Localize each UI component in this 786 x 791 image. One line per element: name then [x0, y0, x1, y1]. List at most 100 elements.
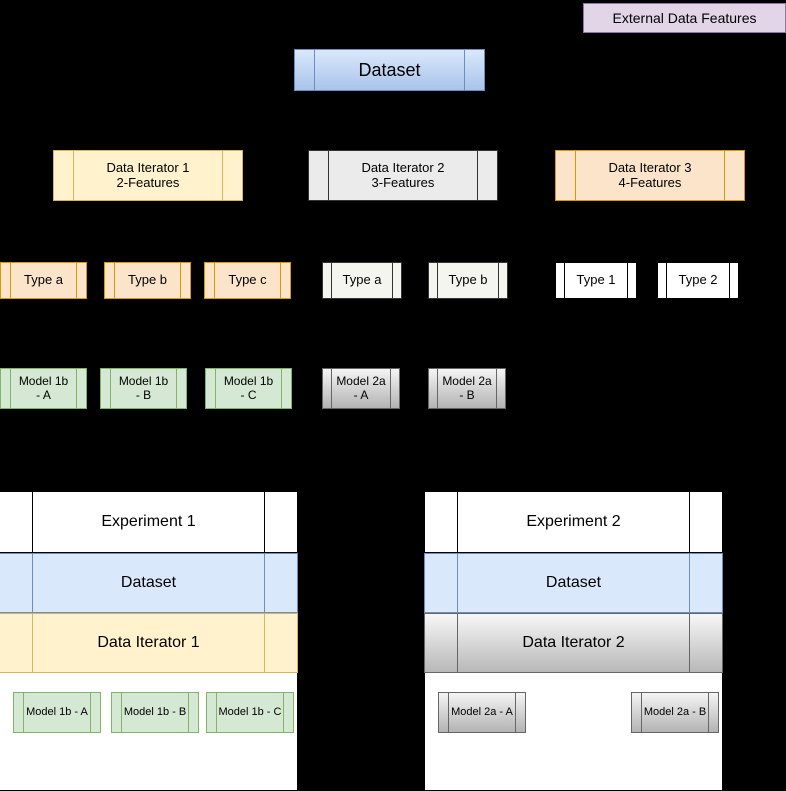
model-1b-b-line1: Model 1b — [118, 373, 169, 388]
model-1b-c-left-flange — [215, 368, 216, 409]
dataset-right-flange — [464, 49, 465, 91]
iterator-2-left-flange — [328, 150, 329, 201]
type-box-2-iterator3[interactable]: Type 2 — [657, 262, 739, 299]
type-b2-right-flange — [498, 262, 499, 299]
experiment-1-title-left-flange — [32, 491, 33, 553]
iterator-2-right-flange — [477, 150, 478, 201]
experiment-1-title: Experiment 1 — [101, 513, 196, 530]
type-a1-label: Type a — [23, 272, 64, 288]
type-1-label: Type 1 — [576, 272, 616, 288]
model-2a-a-label: Model 2a - A — [334, 374, 387, 403]
experiment-2-iterator-right-flange — [689, 613, 690, 673]
type-box-b-iterator1[interactable]: Type b — [104, 262, 191, 299]
model-1b-c-line1: Model 1b — [223, 373, 274, 388]
model-2a-b-line2: - B — [459, 387, 475, 402]
model-1b-c-box[interactable]: Model 1b - C — [205, 368, 292, 409]
model-1b-a-left-flange — [10, 368, 11, 409]
model-2a-b-line1: Model 2a — [442, 373, 492, 388]
model-1b-b-right-flange — [176, 368, 177, 409]
experiment-1-model-b-label: Model 1b - B — [123, 706, 187, 719]
model-1b-c-right-flange — [281, 368, 282, 409]
data-iterator-3-box[interactable]: Data Iterator 3 4-Features — [555, 150, 745, 201]
model-1b-c-line2: - C — [240, 387, 257, 402]
data-iterator-2-label: Data Iterator 2 3-Features — [359, 160, 446, 191]
type-box-a-iterator2[interactable]: Type a — [322, 262, 402, 299]
type-box-b-iterator2[interactable]: Type b — [428, 262, 508, 299]
exp2-model-b-right-flange — [708, 692, 709, 733]
dataset-box[interactable]: Dataset — [294, 49, 485, 91]
type-box-c-iterator1[interactable]: Type c — [204, 262, 291, 299]
experiment-1-iterator-right-flange — [264, 613, 265, 673]
type-a2-label: Type a — [342, 272, 382, 288]
experiment-2-dataset-right-flange — [689, 553, 690, 613]
model-1b-a-label: Model 1b - A — [17, 373, 70, 403]
type-a1-right-flange — [76, 262, 77, 299]
model-1b-b-label: Model 1b - B — [117, 373, 170, 403]
experiment-1-model-c-box[interactable]: Model 1b - C — [206, 692, 294, 733]
experiment-2-dataset-left-flange — [457, 553, 458, 613]
experiment-2-container[interactable]: Experiment 2 Dataset Data Iterator 2 Mod… — [424, 491, 723, 791]
experiment-1-iterator-label: Data Iterator 1 — [97, 634, 200, 651]
iterator-3-left-flange — [575, 150, 576, 201]
type-b2-left-flange — [437, 262, 438, 299]
dataset-label: Dataset — [358, 59, 421, 80]
experiment-2-model-a-label: Model 2a - A — [451, 706, 513, 719]
type-1-right-flange — [627, 262, 628, 299]
model-2a-a-line2: - A — [353, 387, 369, 402]
model-2a-a-box[interactable]: Model 2a - A — [322, 368, 400, 409]
experiment-1-model-b-box[interactable]: Model 1b - B — [111, 692, 199, 733]
type-b2-label: Type b — [448, 272, 488, 288]
type-b1-right-flange — [180, 262, 181, 299]
type-1-left-flange — [564, 262, 565, 299]
experiment-1-model-c-label: Model 1b - C — [218, 706, 282, 719]
type-c1-right-flange — [280, 262, 281, 299]
exp1-model-a-left-flange — [23, 692, 24, 733]
data-iterator-1-line2: 2-Features — [116, 174, 180, 190]
model-2a-b-left-flange — [437, 368, 438, 409]
experiment-1-dataset-left-flange — [32, 553, 33, 613]
experiment-1-dataset-row[interactable]: Dataset — [0, 553, 298, 613]
exp1-model-c-right-flange — [283, 692, 284, 733]
experiment-1-dataset-label: Dataset — [120, 574, 177, 591]
experiment-1-container[interactable]: Experiment 1 Dataset Data Iterator 1 Mod… — [0, 491, 298, 791]
model-1b-b-box[interactable]: Model 1b - B — [100, 368, 187, 409]
experiment-2-model-a-box[interactable]: Model 2a - A — [438, 692, 526, 733]
experiment-1-iterator-left-flange — [32, 613, 33, 673]
model-1b-a-box[interactable]: Model 1b - A — [0, 368, 87, 409]
exp2-model-a-right-flange — [515, 692, 516, 733]
type-c1-label: Type c — [228, 272, 267, 288]
data-iterator-3-line2: 4-Features — [618, 174, 682, 190]
model-2a-a-left-flange — [331, 368, 332, 409]
exp1-model-b-left-flange — [121, 692, 122, 733]
experiment-1-dataset-right-flange — [264, 553, 265, 613]
iterator-1-left-flange — [73, 150, 74, 201]
experiment-1-iterator-row[interactable]: Data Iterator 1 — [0, 613, 298, 673]
model-2a-b-right-flange — [496, 368, 497, 409]
model-1b-a-right-flange — [76, 368, 77, 409]
data-iterator-1-label: Data Iterator 1 2-Features — [104, 160, 191, 191]
external-data-features-box[interactable]: External Data Features — [583, 3, 786, 33]
type-a2-right-flange — [392, 262, 393, 299]
model-1b-b-line2: - B — [135, 387, 152, 402]
experiment-1-model-a-label: Model 1b - A — [26, 706, 88, 719]
data-iterator-2-box[interactable]: Data Iterator 2 3-Features — [308, 150, 498, 201]
type-c1-left-flange — [214, 262, 215, 299]
data-iterator-1-box[interactable]: Data Iterator 1 2-Features — [53, 150, 243, 201]
type-box-1-iterator3[interactable]: Type 1 — [555, 262, 637, 299]
experiment-1-model-a-box[interactable]: Model 1b - A — [13, 692, 101, 733]
model-1b-b-left-flange — [110, 368, 111, 409]
model-1b-c-label: Model 1b - C — [222, 373, 275, 403]
model-1b-a-line1: Model 1b — [18, 373, 69, 388]
experiment-2-iterator-row[interactable]: Data Iterator 2 — [424, 613, 723, 673]
type-b1-left-flange — [114, 262, 115, 299]
type-box-a-iterator1[interactable]: Type a — [0, 262, 87, 299]
data-iterator-3-label: Data Iterator 3 4-Features — [606, 160, 693, 191]
experiment-2-title-right-flange — [689, 491, 690, 553]
model-2a-b-box[interactable]: Model 2a - B — [428, 368, 506, 409]
experiment-2-model-b-box[interactable]: Model 2a - B — [631, 692, 719, 733]
type-2-left-flange — [666, 262, 667, 299]
experiment-2-iterator-left-flange — [457, 613, 458, 673]
exp1-model-c-left-flange — [216, 692, 217, 733]
experiment-2-dataset-row[interactable]: Dataset — [424, 553, 723, 613]
data-iterator-2-line2: 3-Features — [371, 174, 435, 190]
